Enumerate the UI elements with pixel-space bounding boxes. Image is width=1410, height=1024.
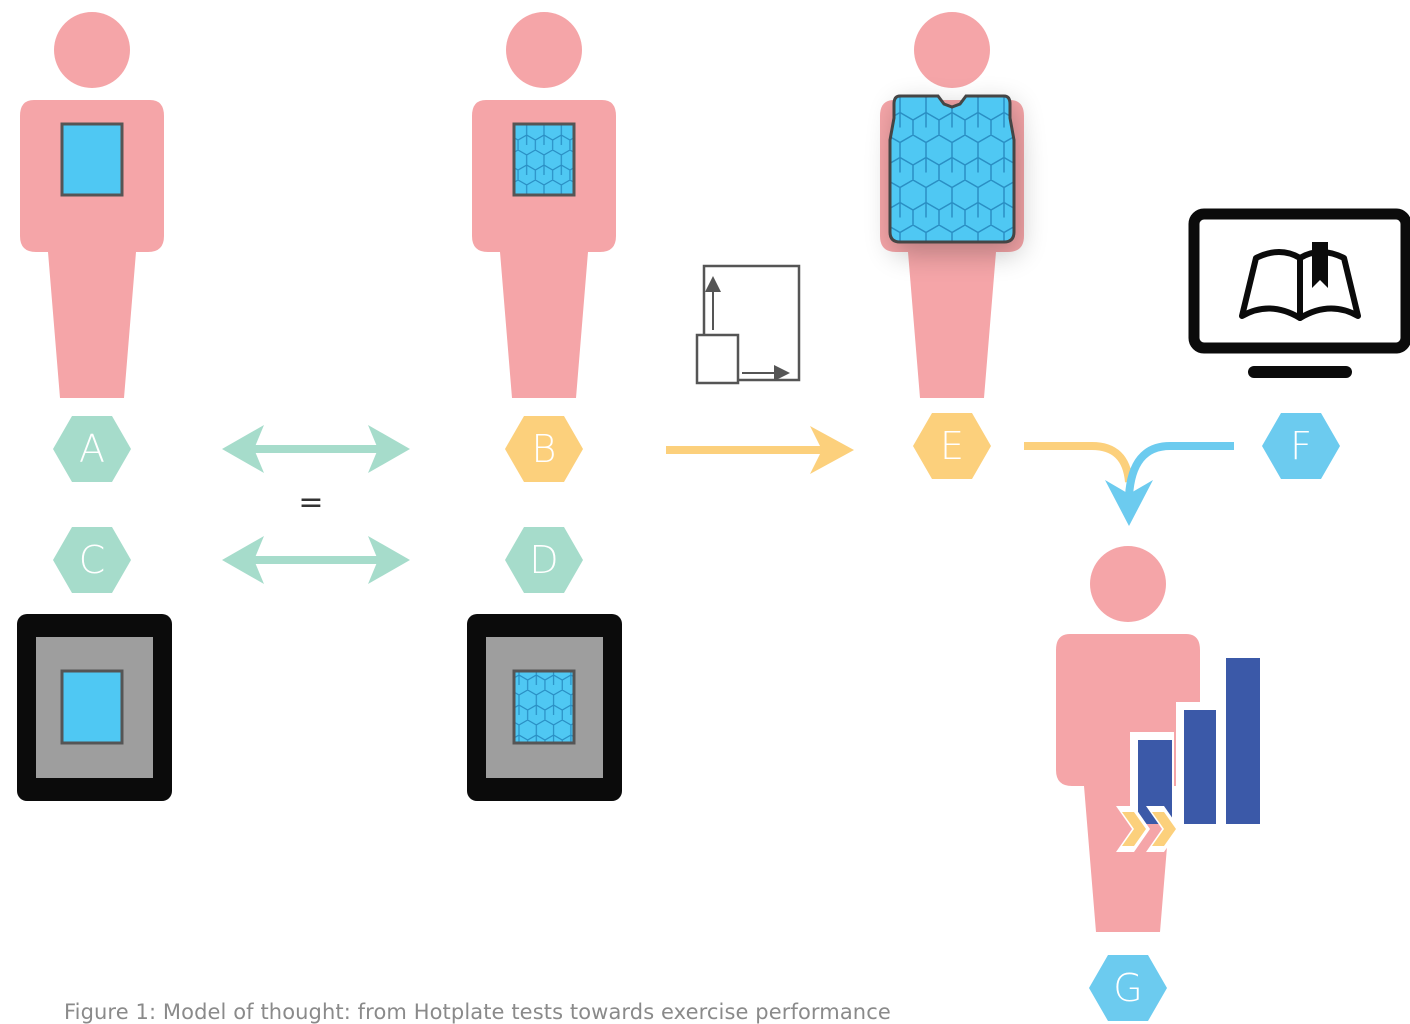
hex-label-text: D xyxy=(529,538,558,582)
hex-label-text: G xyxy=(1113,966,1142,1010)
person-a xyxy=(20,12,164,398)
person-head xyxy=(1090,546,1166,622)
hex-label-text: A xyxy=(79,427,105,471)
person-head xyxy=(914,12,990,88)
book-icon xyxy=(1239,249,1361,321)
hex-label-text: F xyxy=(1290,424,1312,468)
person-body xyxy=(472,100,616,398)
hex-label-g: G xyxy=(1089,955,1167,1021)
person-head xyxy=(54,12,130,88)
hotplate-c xyxy=(17,614,172,801)
person-body xyxy=(20,100,164,398)
skin-sample-fabric xyxy=(512,122,576,197)
equals-sign: = xyxy=(298,485,323,520)
skin-sample-plain xyxy=(60,669,124,745)
person-head xyxy=(506,12,582,88)
hex-label-text: C xyxy=(79,538,106,582)
person-e xyxy=(880,12,1024,398)
hex-label-text: B xyxy=(532,427,557,471)
bookmark-icon xyxy=(1312,242,1328,288)
hex-label-text: E xyxy=(940,424,964,468)
person-b xyxy=(472,12,616,398)
person-body xyxy=(1056,634,1200,932)
hex-label-a: A xyxy=(53,416,131,482)
cooling-vest xyxy=(888,94,1016,244)
merge-arrow-e-f-to-g xyxy=(1024,442,1234,526)
skin-sample-fabric xyxy=(512,669,576,745)
hex-label-f: F xyxy=(1262,413,1340,479)
double-arrow-a-b xyxy=(222,425,410,473)
monitor-stand xyxy=(1248,366,1352,378)
chevron-right-icon xyxy=(1116,806,1180,852)
hex-label-b: B xyxy=(505,416,583,482)
performance-bar xyxy=(1184,710,1216,824)
scale-up-icon xyxy=(695,264,801,385)
monitor-book-icon xyxy=(1188,208,1410,378)
skin-sample-plain xyxy=(60,122,124,197)
hex-label-d: D xyxy=(505,527,583,593)
hotplate-d xyxy=(467,614,622,801)
performance-bar xyxy=(1226,658,1260,824)
performance-bar-chart-icon xyxy=(1116,650,1264,852)
figure-caption: Figure 1: Model of thought: from Hotplat… xyxy=(64,1000,891,1024)
arrow-b-to-e xyxy=(666,426,854,474)
hex-label-c: C xyxy=(53,527,131,593)
double-arrow-c-d xyxy=(222,536,410,584)
person-g xyxy=(1056,546,1200,932)
hex-label-e: E xyxy=(913,413,991,479)
